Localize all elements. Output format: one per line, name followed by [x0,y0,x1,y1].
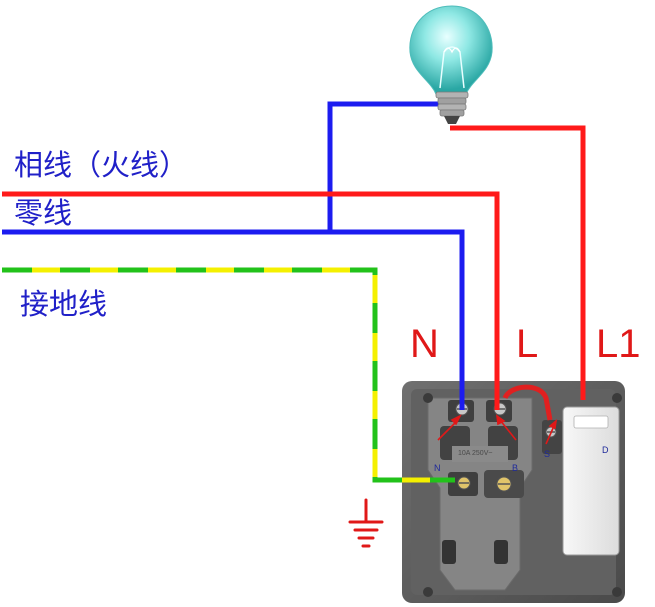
socket-mark-right: B [512,463,519,473]
socket-mark-left: N [434,463,441,473]
phase-wire-label: 相线（火线） [14,148,189,182]
light-bulb-icon [409,5,493,124]
socket-rating: 10A 250V~ [458,450,493,457]
ground-symbol-icon [348,498,384,548]
ground-wire-label: 接地线 [20,287,108,321]
terminal-label-l: L [516,322,539,366]
switch-mark: D [602,445,609,455]
terminal-label-n: N [410,322,439,366]
switch-terminal-mark: S [544,449,551,459]
neutral-wire [2,101,465,410]
internal-jumper [502,384,553,421]
switched-live-wire [450,125,586,400]
rocker-switch [562,406,620,556]
terminal-label-l1: L1 [596,322,641,366]
ground-wire [2,267,455,483]
neutral-wire-label: 零线 [14,196,73,230]
phase-wire [2,191,500,410]
